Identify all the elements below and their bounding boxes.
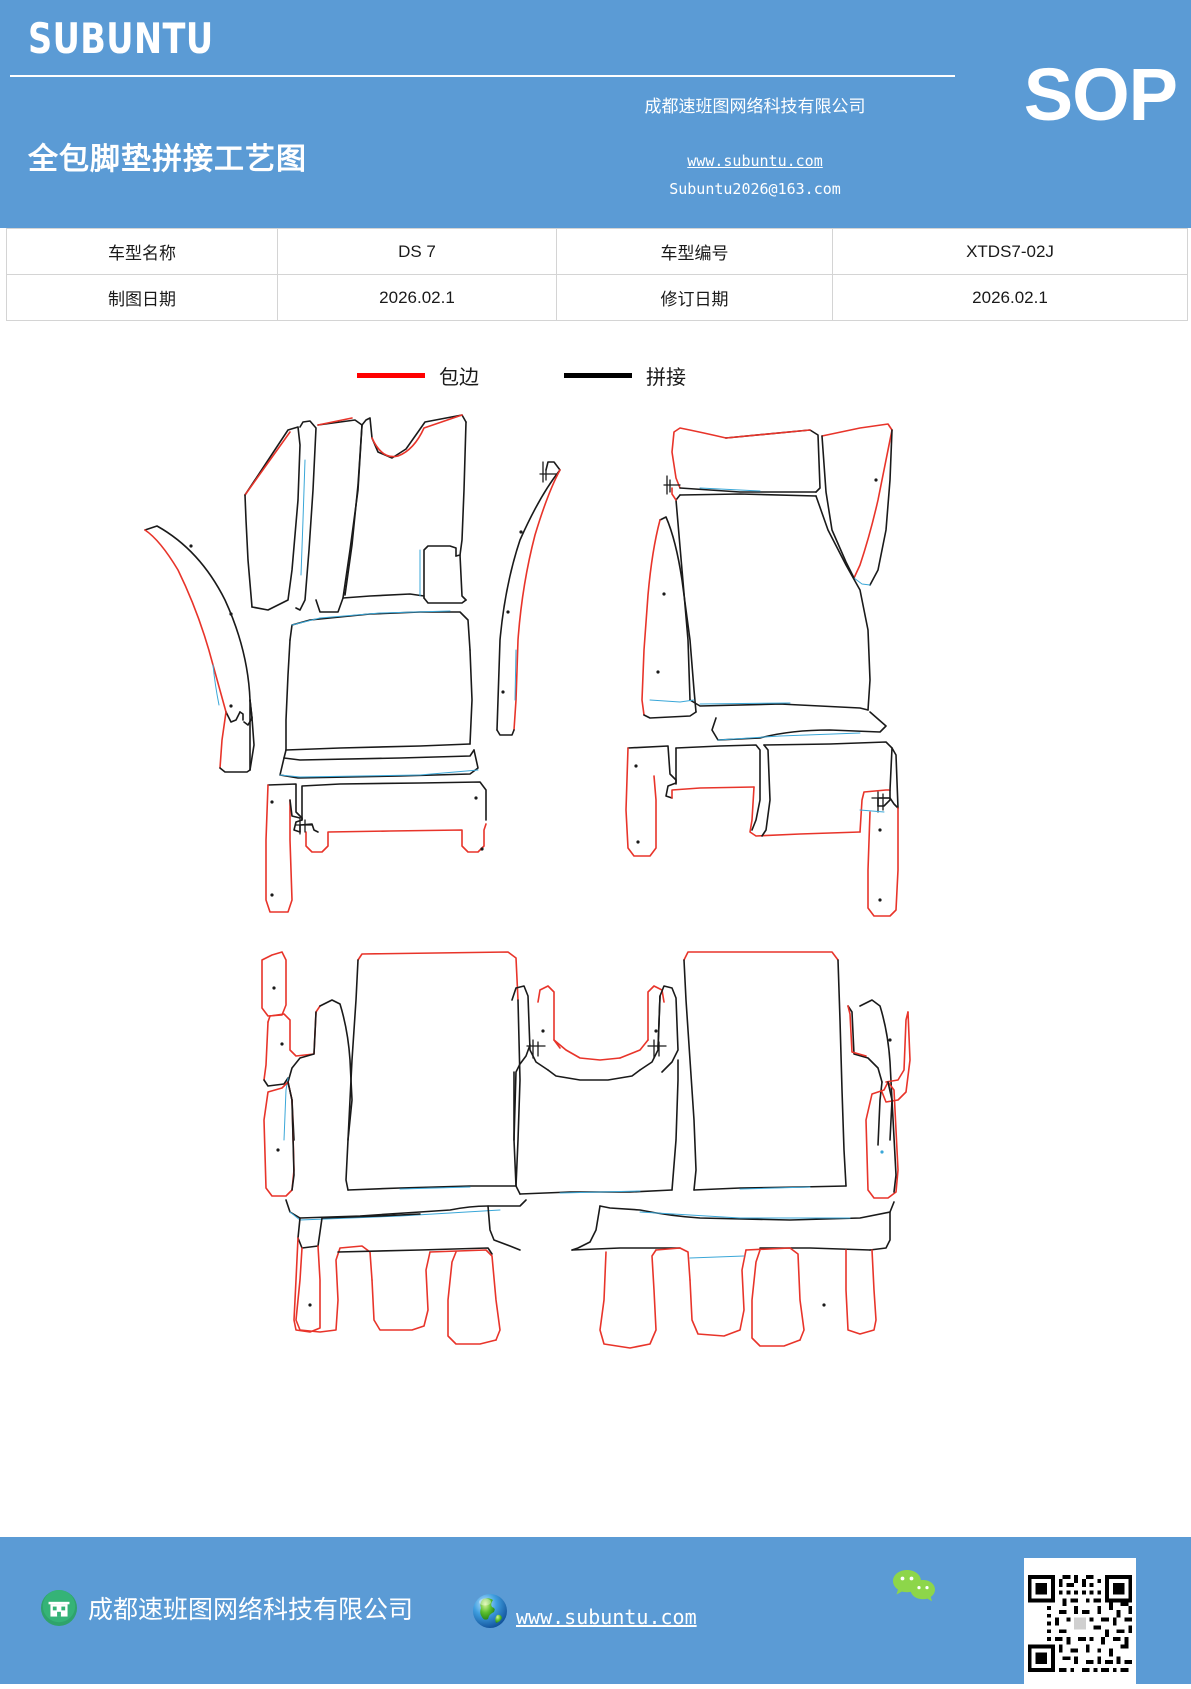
pattern-piece-rear-right-strip — [865, 1081, 899, 1199]
label-model-name: 车型名称 — [6, 228, 278, 275]
footer-website-link[interactable]: www.subuntu.com — [516, 1605, 697, 1629]
page-header: SUBUNTU 成都速班图网络科技有限公司 全包脚垫拼接工艺图 www.subu… — [0, 0, 1191, 228]
qr-code-icon — [1024, 1558, 1136, 1689]
pattern-piece-left-side-panel — [144, 525, 253, 726]
brand-logo: SUBUNTU — [28, 14, 214, 63]
pattern-piece-rear-left-strip — [263, 1081, 295, 1197]
drawing-legend: 包边 拼接 — [0, 355, 1191, 395]
globe-icon — [473, 1594, 507, 1628]
header-company-name: 成都速班图网络科技有限公司 — [644, 97, 866, 117]
technical-drawing — [0, 400, 1191, 1535]
pattern-piece-top-right-wing — [821, 423, 893, 586]
pattern-piece-left-body — [189, 544, 255, 773]
vehicle-info-table: 车型名称 DS 7 车型编号 XTDS7-02J 制图日期 2026.02.1 … — [6, 228, 1188, 321]
pattern-piece-rear-center-main — [513, 1059, 679, 1195]
legend-item-splice: 拼接 — [564, 361, 686, 390]
footer-company-block: 成都速班图网络科技有限公司 — [40, 1589, 413, 1627]
pattern-piece-right-side-panel — [641, 516, 697, 719]
pattern-piece-rear-center-hooks — [511, 985, 679, 1141]
legend-label-splice: 拼接 — [646, 365, 686, 389]
header-divider — [10, 75, 955, 77]
wechat-icon — [893, 1570, 935, 1602]
label-revision-date: 修订日期 — [556, 274, 833, 321]
pattern-piece-rear-lower-bar-right — [571, 1201, 895, 1251]
pattern-piece-rear-outer-tab-right — [845, 1249, 877, 1335]
value-draw-date: 2026.02.1 — [277, 274, 557, 321]
pattern-piece-rear-lower-bar-left — [285, 1199, 527, 1251]
pattern-piece-upper-d — [342, 414, 467, 604]
value-model-code: XTDS7-02J — [832, 228, 1188, 275]
pattern-piece-skirt-right — [711, 711, 887, 741]
legend-item-binding: 包边 — [357, 361, 479, 390]
label-draw-date: 制图日期 — [6, 274, 278, 321]
pattern-piece-bottom-mat-right — [625, 741, 899, 917]
pattern-piece-center-floor-left — [283, 610, 475, 761]
pattern-piece-center-floor-right — [663, 475, 871, 711]
pattern-piece-rear-left-tab — [261, 951, 287, 1017]
sop-badge: SOP — [1023, 53, 1178, 136]
red-line-icon — [357, 373, 425, 378]
footer-website-block: www.subuntu.com — [470, 1591, 697, 1631]
building-icon — [40, 1589, 78, 1627]
pattern-piece-rear-left-corner — [263, 999, 353, 1141]
value-model-name: DS 7 — [277, 228, 557, 275]
pattern-piece-rear-lower-mat-left — [295, 1245, 501, 1345]
black-line-icon — [564, 373, 632, 378]
header-website-link[interactable]: www.subuntu.com — [687, 152, 823, 170]
pattern-piece-rear-right-main — [683, 951, 847, 1191]
table-row: 制图日期 2026.02.1 修订日期 2026.02.1 — [6, 274, 1188, 321]
pattern-piece-upper-b — [295, 420, 317, 611]
page-footer: 成都速班图网络科技有限公司 www.subuntu.com — [0, 1537, 1191, 1689]
pattern-piece-right-curve-left-group — [496, 461, 561, 736]
footer-company-name: 成都速班图网络科技有限公司 — [88, 1595, 414, 1624]
pattern-piece-rear-right-corner — [847, 999, 911, 1146]
table-row: 车型名称 DS 7 车型编号 XTDS7-02J — [6, 228, 1188, 275]
pattern-piece-upper-c — [315, 417, 363, 613]
pattern-piece-rear-outer-tab-left — [293, 1237, 321, 1333]
value-revision-date: 2026.02.1 — [832, 274, 1188, 321]
header-email: Subuntu2026@163.com — [669, 180, 841, 198]
page-title: 全包脚垫拼接工艺图 — [28, 142, 307, 177]
pattern-piece-top-bar-right — [671, 427, 821, 493]
legend-label-binding: 包边 — [439, 365, 479, 389]
pattern-piece-rear-lower-mat-right — [599, 1247, 826, 1349]
pattern-piece-skirt-left — [279, 749, 479, 779]
label-model-code: 车型编号 — [556, 228, 833, 275]
floor-mat-pattern-svg — [144, 414, 911, 1349]
pattern-piece-rear-left-main — [345, 951, 521, 1191]
pattern-piece-bottom-mat-left — [265, 781, 487, 913]
pattern-piece-upper-a — [244, 426, 301, 611]
